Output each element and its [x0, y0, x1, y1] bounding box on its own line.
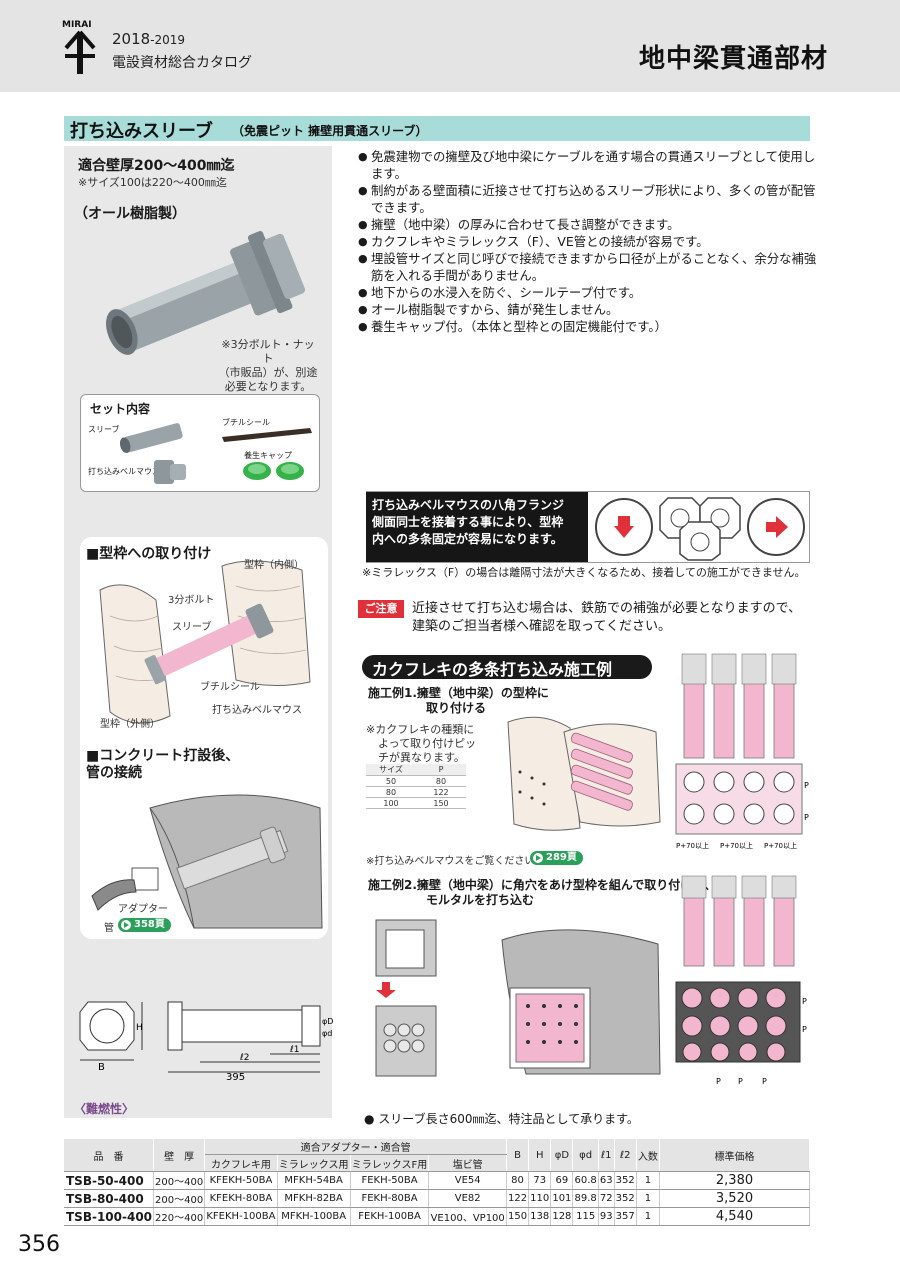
octagon-text: 打ち込みベルマウスの八角フランジ 側面同士を接着する事により、型枠 内への多条固…	[366, 492, 588, 562]
dim-l1-label: ℓ1	[289, 1045, 299, 1055]
example2-title: 施工例2.擁壁（地中梁）に角穴をあけ型枠を組んで取り付け後、 モルタルを打ち込む	[368, 878, 717, 907]
order-note: ● スリーブ長さ600㎜迄、特注品として承ります。	[364, 1112, 639, 1126]
feature-item: カクフレキやミラレックス（F）、VE管との接続が容易です。	[358, 233, 818, 250]
set-sleeve-label: スリーブ	[88, 425, 120, 434]
concrete-diagram	[91, 794, 323, 929]
set-sleeve-image	[119, 423, 183, 454]
p70-label-3: P+70以上	[764, 841, 797, 850]
label-frame-inner: 型枠（内側）	[244, 560, 304, 571]
label-bolt: 3分ボルト	[168, 595, 215, 606]
p-label-1: P	[804, 781, 809, 790]
example1-note: ※カクフレキの種類に よって取り付けピッ チが異なります。	[366, 723, 477, 764]
example1-diagram	[507, 716, 661, 831]
p-label-7: P	[762, 1077, 767, 1086]
wall-thickness: 適合壁厚200～400㎜迄	[78, 158, 235, 174]
pitch-diagram-1: P P P+70以上 P+70以上 P+70以上	[675, 653, 809, 850]
bellmouth-note: ※打ち込みベルマウスをご覧ください。	[366, 856, 545, 867]
p-label-6: P	[738, 1077, 743, 1086]
label-butyl: ブチルシール	[200, 682, 260, 693]
material-label: （オール樹脂製）	[74, 206, 186, 222]
feature-item: 埋設管サイズと同じ呼びで接続できますから口径が上がることなく、余分な補強筋を入れ…	[358, 250, 818, 284]
p-label-3: P	[802, 997, 807, 1006]
label-sleeve: スリーブ	[172, 622, 212, 633]
catalog-year: 2018-2019	[112, 30, 186, 48]
p70-label-2: P+70以上	[720, 841, 753, 850]
kakuflex-title: カクフレキの多条打ち込み施工例	[372, 660, 613, 679]
feature-item: 擁壁（地中梁）の厚みに合わせて長さ調整ができます。	[358, 216, 818, 233]
header-band	[0, 0, 900, 92]
caution-text: 近接させて打ち込む場合は、鉄筋での補強が必要となりますので、 建築のご担当者様へ…	[412, 601, 802, 634]
bolt-note: ※3分ボルト・ナット （市販品）が、別途 必要となります。	[218, 338, 318, 393]
dim-b-label: B	[98, 1062, 105, 1073]
example1-title: 施工例1.擁壁（地中梁）の型枠に 取り付ける	[368, 686, 549, 715]
ref-link-289[interactable]: 289頁	[530, 851, 583, 865]
spec-table: 品 番 壁 厚 適合アダプター・適合管 B H φD φd ℓ1 ℓ2 入数 標…	[64, 1139, 810, 1226]
p-label-5: P	[716, 1077, 721, 1086]
dim-phid-large: φD	[322, 1017, 333, 1026]
octagon-diagram	[595, 497, 805, 561]
feature-list: 免震建物での擁壁及び地中梁にケーブルを通す場合の貫通スリーブとして使用します。 …	[358, 148, 818, 335]
flame-retardant: 〈難燃性〉	[74, 1102, 135, 1116]
label-frame-outer: 型枠（外側）	[100, 719, 160, 730]
feature-item: 養生キャップ付。（本体と型枠との固定機能付です。）	[358, 318, 818, 335]
set-cap-label: 養生キャップ	[244, 451, 292, 460]
mounting-diagram	[99, 560, 311, 724]
octagon-note: ※ミラレックス（F）の場合は離隔寸法が大きくなるため、接着しての施工ができません…	[362, 566, 806, 579]
set-contents-title: セット内容	[90, 402, 151, 416]
dim-l2-label: ℓ2	[239, 1053, 249, 1063]
sleeve-product-image	[106, 230, 306, 355]
page-heading: 地中梁貫通部材	[638, 44, 828, 74]
set-butyl-label: ブチルシール	[222, 418, 270, 427]
kakuflex-title-bg	[362, 655, 652, 679]
label-bellmouth: 打ち込みベルマウス	[212, 705, 302, 716]
set-bellmouth-label: 打ち込みベルマウス	[88, 467, 160, 476]
p-label-2: P	[804, 813, 809, 822]
mirai-logo-icon: MIRAI	[62, 20, 96, 74]
concrete-title: ■コンクリート打設後、 管の接続	[86, 748, 240, 781]
dim-length-label: 395	[226, 1072, 245, 1083]
section-bar	[64, 116, 810, 141]
dim-h-label: H	[136, 1023, 143, 1033]
dim-phid-small: φd	[322, 1029, 332, 1038]
size-note: ※サイズ100は220～400㎜迄	[78, 176, 227, 189]
feature-item: 制約がある壁面積に近接させて打ち込めるスリーブ形状により、多くの管が配管できます…	[358, 182, 818, 216]
pitch-diagram-2: P P P P P	[675, 875, 807, 1086]
catalog-name: 電設資材総合カタログ	[112, 55, 252, 71]
dimension-drawing: B H ℓ2 ℓ1 395 φD φd	[79, 1001, 333, 1083]
example2-diagram	[375, 919, 661, 1077]
feature-item: 地下からの水浸入を防ぐ、シールテープ付です。	[358, 284, 818, 301]
set-cap-image	[243, 462, 304, 480]
feature-item: 免震建物での擁壁及び地中梁にケーブルを通す場合の貫通スリーブとして使用します。	[358, 148, 818, 182]
caution-badge: ご注意	[358, 600, 404, 618]
feature-item: オール樹脂製ですから、錆が発生しません。	[358, 301, 818, 318]
section-subtitle: （免震ピット 擁壁用貫通スリーブ）	[232, 124, 428, 138]
mounting-title: ■型枠への取り付け	[86, 546, 212, 562]
section-title: 打ち込みスリーブ	[70, 121, 213, 142]
set-butyl-image	[222, 428, 312, 442]
label-adapter: アダプター	[118, 904, 168, 915]
brand-text: MIRAI	[62, 20, 92, 30]
p-label-4: P	[802, 1025, 807, 1034]
ref-link-358[interactable]: 358頁	[118, 918, 171, 932]
page-number: 356	[18, 1232, 60, 1257]
label-pipe: 管	[104, 923, 114, 934]
set-bellmouth-image	[154, 460, 186, 484]
p70-label-1: P+70以上	[676, 841, 709, 850]
